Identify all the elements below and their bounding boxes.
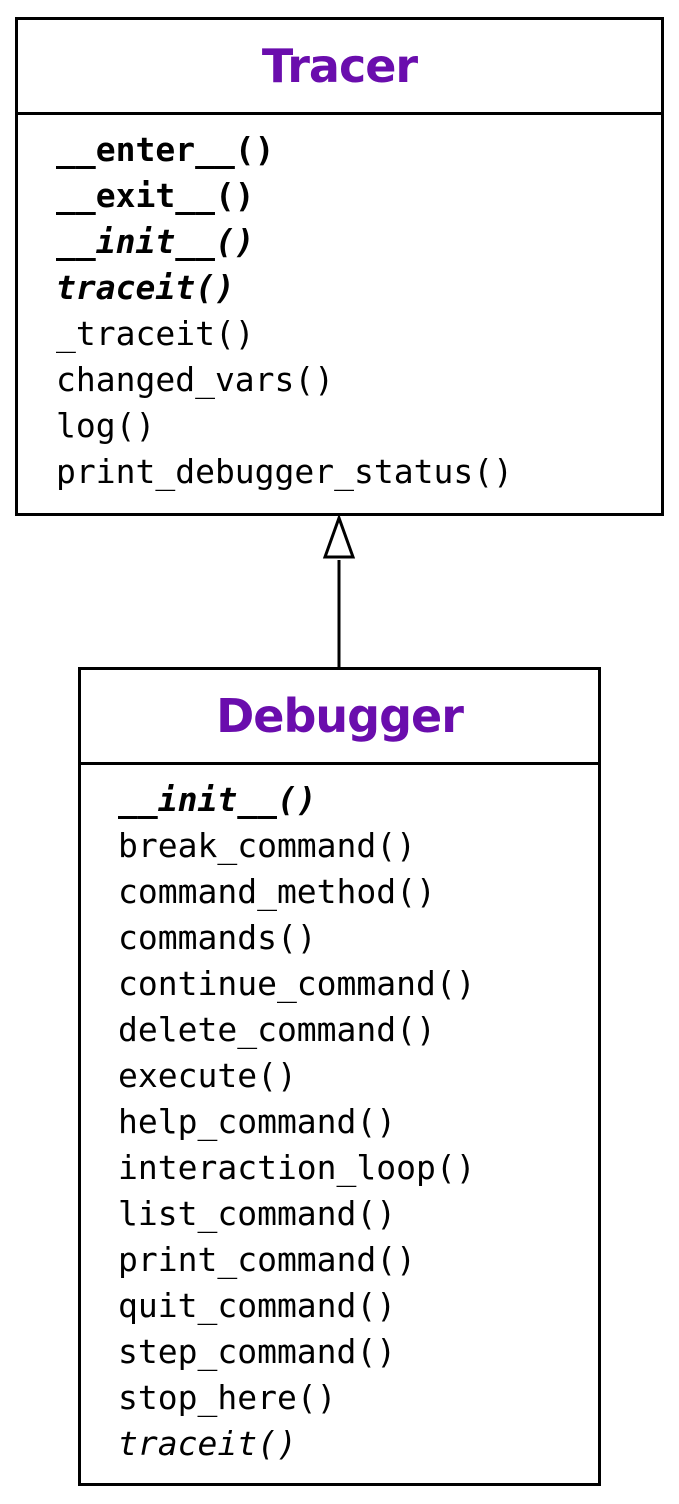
method-list-debugger: __init__() break_command() command_method(… bbox=[81, 765, 598, 1467]
method-tracer: __enter__() bbox=[56, 130, 275, 169]
method-debugger: print_command() bbox=[118, 1240, 417, 1279]
inheritance-arrowhead-icon bbox=[322, 513, 356, 559]
method-debugger: __init__() bbox=[118, 780, 317, 819]
method-debugger: stop_here() bbox=[118, 1378, 337, 1417]
method-tracer: changed_vars() bbox=[56, 360, 335, 399]
method-tracer: log() bbox=[56, 406, 156, 445]
method-tracer: __init__() bbox=[56, 222, 255, 261]
method-debugger: step_command() bbox=[118, 1332, 397, 1371]
method-debugger: help_command() bbox=[118, 1102, 397, 1141]
class-box-tracer: Tracer __enter__() __exit__() __init__()tr… bbox=[15, 17, 664, 516]
method-debugger: continue_command() bbox=[118, 964, 476, 1003]
method-debugger: commands() bbox=[118, 918, 317, 957]
method-tracer: print_debugger_status() bbox=[56, 452, 513, 491]
method-debugger: list_command() bbox=[118, 1194, 397, 1233]
method-tracer: traceit() bbox=[56, 268, 235, 307]
method-debugger: interaction_loop() bbox=[118, 1148, 476, 1187]
method-tracer: __exit__() bbox=[56, 176, 255, 215]
method-debugger: command_method() bbox=[118, 872, 436, 911]
method-debugger: traceit() bbox=[118, 1424, 297, 1463]
class-name-debugger: Debugger bbox=[81, 670, 598, 765]
method-debugger: quit_command() bbox=[118, 1286, 397, 1325]
method-list-tracer: __enter__() __exit__() __init__() traceit()… bbox=[18, 115, 661, 495]
class-name-tracer: Tracer bbox=[18, 20, 661, 115]
method-debugger: break_command() bbox=[118, 826, 417, 865]
method-debugger: delete_command() bbox=[118, 1010, 436, 1049]
method-debugger: execute() bbox=[118, 1056, 297, 1095]
class-box-debugger: Debugger __init__() break_command()comman… bbox=[78, 667, 601, 1486]
method-tracer: _traceit() bbox=[56, 314, 255, 353]
